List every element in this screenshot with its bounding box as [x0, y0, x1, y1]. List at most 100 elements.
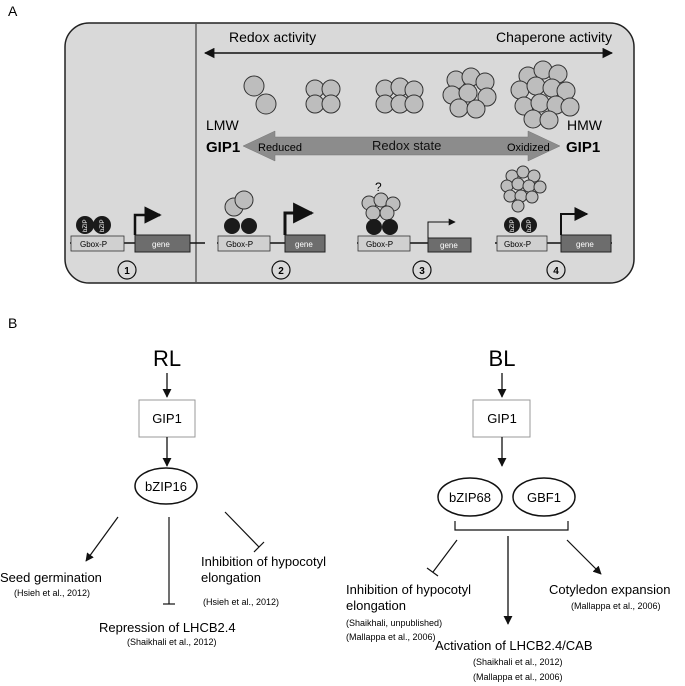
transcription-arrow-3 — [427, 218, 456, 238]
bl-cotyledon-arrow — [566, 539, 602, 575]
rl-inhibition-line1: Inhibition of hypocotyl — [201, 554, 326, 569]
bl-gip1-box — [472, 399, 531, 438]
gbox-label-4: Gbox-P — [504, 240, 531, 249]
gbox-label-3: Gbox-P — [366, 240, 393, 249]
bzip16-node — [134, 467, 198, 505]
bzip-label-4a: bZIP — [510, 219, 516, 232]
panel-b-label: B — [8, 315, 17, 331]
bzip-label-1a: bZIP — [83, 219, 89, 232]
redox-activity-label: Redox activity — [229, 29, 316, 45]
gbox-promoter-4 — [496, 235, 548, 252]
bzip-label-1b: bZIP — [100, 219, 106, 232]
bzip-blob-right-2 — [241, 218, 257, 234]
bzip68-node — [437, 477, 503, 517]
step-marker-3 — [412, 260, 432, 280]
bzip-blob-left-4 — [504, 217, 520, 233]
bzip-blob-right-4 — [521, 217, 537, 233]
gene-box-2 — [284, 234, 326, 253]
gbox-promoter-2 — [217, 235, 271, 252]
scenario-4: Gbox-P gene bZIP bZIP 4 — [495, 165, 612, 280]
rl-title: RL — [153, 346, 181, 371]
bl-inhibition-ref1: (Shaikhali, unpublished) — [346, 618, 442, 628]
gip1-monomer-b-2 — [234, 190, 254, 210]
repression-ref: (Shaikhali et al., 2012) — [127, 637, 217, 647]
step-marker-1 — [117, 260, 137, 280]
repression-label: Repression of LHCB2.4 — [99, 620, 236, 635]
rl-inhibition-line2: elongation — [201, 570, 261, 585]
step-number-1: 1 — [124, 266, 130, 277]
oligomer-hexamer — [375, 77, 424, 114]
bzip16-to-seed-arrow — [85, 516, 119, 562]
gene-box-4 — [560, 234, 612, 253]
bzip16-hypocotyl-inhibitor — [224, 511, 260, 548]
rl-inhibition-ref: (Hsieh et al., 2012) — [203, 597, 279, 607]
bzip-dimer-left-1 — [76, 216, 94, 234]
step-marker-4 — [546, 260, 566, 280]
gbox-label-1: Gbox-P — [80, 240, 107, 249]
activation-ref1: (Shaikhali et al., 2012) — [473, 657, 563, 667]
bzip16-hypocotyl-bar — [253, 541, 265, 553]
oligomer-dimer — [243, 75, 277, 115]
rl-gip1-label: GIP1 — [152, 411, 182, 426]
step-number-2: 2 — [278, 266, 284, 277]
scenario-3: Gbox-P gene ? 3 — [357, 180, 472, 280]
scenario-1: Gbox-P gene bZIP bZIP 1 — [70, 206, 205, 280]
gbf1-node — [512, 477, 576, 517]
gene-box-1 — [134, 234, 191, 253]
oligomer-hmw-complex — [510, 60, 580, 130]
bzip68-label: bZIP68 — [449, 490, 491, 505]
bl-hypocotyl-bar — [426, 567, 439, 577]
cotyledon-ref: (Mallappa et al., 2006) — [571, 601, 661, 611]
activation-ref2: (Mallappa et al., 2006) — [473, 672, 563, 682]
bl-hypocotyl-inhibitor — [432, 539, 458, 573]
rl-gip1-box — [138, 399, 196, 438]
bl-gip1-label: GIP1 — [487, 411, 517, 426]
bzip-blob-left-2 — [224, 218, 240, 234]
question-mark: ? — [375, 180, 382, 194]
gene-label-1: gene — [152, 240, 170, 249]
redox-state-arrow — [242, 130, 561, 162]
gip1-hmw-oligomer-4 — [500, 165, 547, 213]
seed-germination-ref: (Hsieh et al., 2012) — [14, 588, 90, 598]
panel-a-label: A — [8, 3, 18, 19]
bzip-label-4b: bZIP — [527, 219, 533, 232]
chaperone-activity-label: Chaperone activity — [496, 29, 612, 45]
step-number-3: 3 — [419, 266, 425, 277]
seed-germination-label: Seed germination — [0, 570, 102, 585]
scenario-2: Gbox-P gene 2 — [217, 190, 326, 280]
redox-state-label: Redox state — [372, 138, 441, 153]
gbox-promoter-1 — [70, 235, 125, 252]
transcription-arrow-2 — [283, 202, 315, 235]
step-number-4: 4 — [553, 266, 559, 277]
gbox-promoter-3 — [357, 235, 411, 252]
bl-title: BL — [489, 346, 516, 371]
lmw-label: LMW — [206, 117, 239, 133]
gip1-left-label: GIP1 — [206, 139, 240, 156]
gene-label-4: gene — [576, 240, 594, 249]
bzip16-label: bZIP16 — [145, 479, 187, 494]
gene-label-2: gene — [295, 240, 313, 249]
gene-label-3: gene — [440, 241, 458, 250]
transcription-arrow-4 — [560, 207, 589, 235]
hmw-label: HMW — [567, 117, 603, 133]
gbox-label-2: Gbox-P — [226, 240, 253, 249]
bzip-blob-right-3 — [382, 219, 398, 235]
bl-inhibition-ref2: (Mallappa et al., 2006) — [346, 632, 436, 642]
activation-label: Activation of LHCB2.4/CAB — [435, 638, 593, 653]
gbf1-label: GBF1 — [527, 490, 561, 505]
gip1-right-label: GIP1 — [566, 139, 600, 156]
factors-bracket — [454, 521, 569, 531]
bzip-blob-left-3 — [366, 219, 382, 235]
oxidized-label: Oxidized — [507, 142, 550, 154]
cotyledon-label: Cotyledon expansion — [549, 582, 670, 597]
gene-box-3 — [427, 237, 472, 253]
transcription-arrow-1 — [133, 206, 162, 235]
oligomer-tetramer — [305, 79, 341, 114]
bl-inhibition-line1: Inhibition of hypocotyl — [346, 582, 471, 597]
step-marker-2 — [271, 260, 291, 280]
gip1-oligomer-3 — [361, 192, 401, 221]
oligomer-octamer — [442, 67, 497, 119]
bzip-dimer-right-1 — [93, 216, 111, 234]
bl-inhibition-line2: elongation — [346, 598, 406, 613]
